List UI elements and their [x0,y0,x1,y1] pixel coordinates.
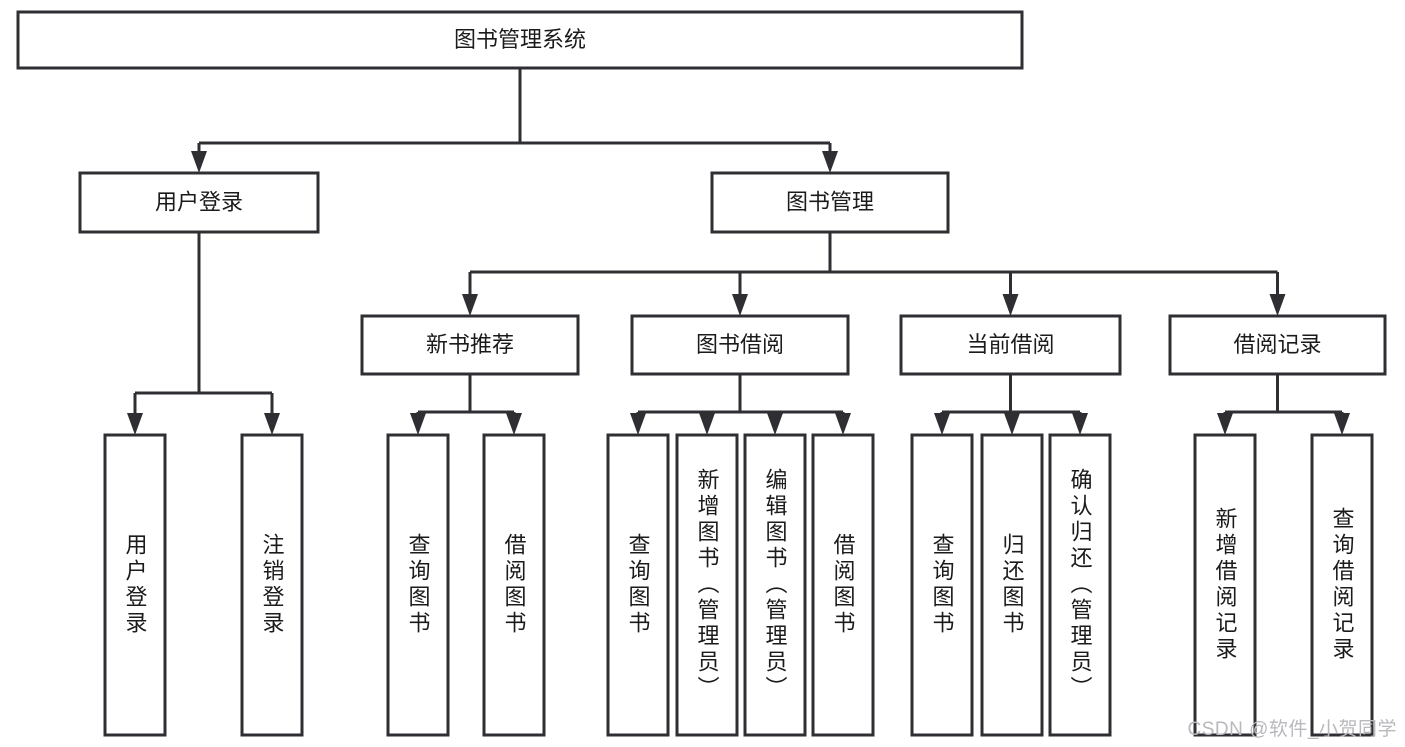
node-box-user-login [78,171,320,234]
arrow-head-icon-leaf-return-book [1004,413,1020,435]
node-leaf-user-login[interactable]: 用户登录 [103,433,167,737]
node-leaf-query-book-rec[interactable]: 查询图书 [386,433,450,737]
node-leaf-add-record[interactable]: 新增借阅记录 [1193,433,1257,737]
node-label-leaf-query-book-cb: 查询图书 [930,533,955,637]
node-box-new-book-rec [360,314,580,376]
node-box-leaf-user-logout [240,433,304,737]
node-label-leaf-user-logout: 注销登录 [260,533,285,637]
node-box-root [16,10,1024,70]
arrow-head-icon-leaf-borrow-book-rec [506,413,522,435]
node-box-leaf-query-book-br [606,433,670,737]
node-label-book-manage: 图书管理 [786,189,874,214]
arrow-head-icon-leaf-query-book-cb [934,413,950,435]
arrow-head-icon-borrow-record [1269,294,1286,316]
node-leaf-query-book-br[interactable]: 查询图书 [606,433,670,737]
node-book-borrow[interactable]: 图书借阅 [630,314,850,376]
node-leaf-edit-book[interactable]: 编辑图书（管理员） [743,433,807,737]
node-label-leaf-edit-book: 编辑图书（管理员） [763,468,788,702]
node-box-leaf-query-book-cb [910,433,974,737]
node-leaf-confirm-return[interactable]: 确认归还（管理员） [1048,433,1112,737]
node-label-leaf-add-book: 新增图书（管理员） [695,468,720,702]
node-label-leaf-query-book-rec: 查询图书 [406,533,431,637]
node-current-borrow[interactable]: 当前借阅 [899,314,1122,376]
node-label-new-book-rec: 新书推荐 [426,332,514,357]
node-label-leaf-add-record: 新增借阅记录 [1213,507,1238,663]
arrow-head-icon-leaf-confirm-return [1072,413,1088,435]
node-box-leaf-query-book-rec [386,433,450,737]
csdn-watermark: CSDN @软件_小贺同学 [1187,719,1397,740]
node-box-book-manage [710,171,950,234]
connector-lines-group [127,68,1350,435]
arrow-head-icon-leaf-user-login [127,413,143,435]
node-leaf-query-record[interactable]: 查询借阅记录 [1310,433,1374,737]
node-leaf-add-book[interactable]: 新增图书（管理员） [675,433,739,737]
node-root[interactable]: 图书管理系统 [16,10,1024,70]
arrow-head-icon-leaf-edit-book [767,413,783,435]
node-box-leaf-borrow-book-rec [482,433,546,737]
node-leaf-query-book-cb[interactable]: 查询图书 [910,433,974,737]
arrow-head-icon-new-book-rec [462,294,478,316]
arrow-head-icon-book-borrow [732,294,748,316]
node-box-leaf-return-book [980,433,1044,737]
node-box-current-borrow [899,314,1122,376]
node-leaf-user-logout[interactable]: 注销登录 [240,433,304,737]
node-label-leaf-borrow-book-br: 借阅图书 [831,533,856,637]
node-label-current-borrow: 当前借阅 [966,332,1054,357]
node-box-leaf-confirm-return [1048,433,1112,737]
node-label-leaf-return-book: 归还图书 [1000,533,1025,637]
node-label-borrow-record: 借阅记录 [1233,332,1321,357]
node-box-leaf-query-record [1310,433,1374,737]
arrow-head-icon-book-manage [822,151,838,173]
node-boxes-group: 图书管理系统用户登录图书管理新书推荐图书借阅当前借阅借阅记录用户登录注销登录查询… [16,10,1387,737]
arrow-head-icon-user-login [191,151,207,173]
node-label-leaf-borrow-book-rec: 借阅图书 [502,533,527,637]
arrow-head-icon-leaf-add-book [699,413,715,435]
node-box-borrow-record [1168,314,1387,376]
node-label-leaf-user-login: 用户登录 [123,533,148,637]
node-book-manage[interactable]: 图书管理 [710,171,950,234]
node-user-login[interactable]: 用户登录 [78,171,320,234]
node-box-leaf-add-record [1193,433,1257,737]
arrow-head-icon-leaf-query-record [1334,413,1350,435]
node-box-leaf-add-book [675,433,739,737]
node-borrow-record[interactable]: 借阅记录 [1168,314,1387,376]
node-label-book-borrow: 图书借阅 [696,332,784,357]
node-leaf-return-book[interactable]: 归还图书 [980,433,1044,737]
node-label-user-login: 用户登录 [155,189,243,214]
node-box-leaf-user-login [103,433,167,737]
node-leaf-borrow-book-br[interactable]: 借阅图书 [811,433,875,737]
node-label-leaf-query-book-br: 查询图书 [626,533,651,637]
arrow-head-icon-current-borrow [1002,294,1019,316]
node-box-leaf-edit-book [743,433,807,737]
arrow-head-icon-leaf-query-book-rec [410,413,426,435]
arrow-head-icon-leaf-query-book-br [630,413,646,435]
node-box-leaf-borrow-book-br [811,433,875,737]
node-box-book-borrow [630,314,850,376]
node-label-leaf-query-record: 查询借阅记录 [1330,507,1355,663]
arrow-head-icon-leaf-user-logout [264,413,280,435]
node-label-leaf-confirm-return: 确认归还（管理员） [1068,468,1093,702]
node-leaf-borrow-book-rec[interactable]: 借阅图书 [482,433,546,737]
node-label-root: 图书管理系统 [454,27,586,52]
arrow-head-icon-leaf-add-record [1217,413,1233,435]
node-new-book-rec[interactable]: 新书推荐 [360,314,580,376]
arrow-head-icon-leaf-borrow-book-br [835,413,851,435]
